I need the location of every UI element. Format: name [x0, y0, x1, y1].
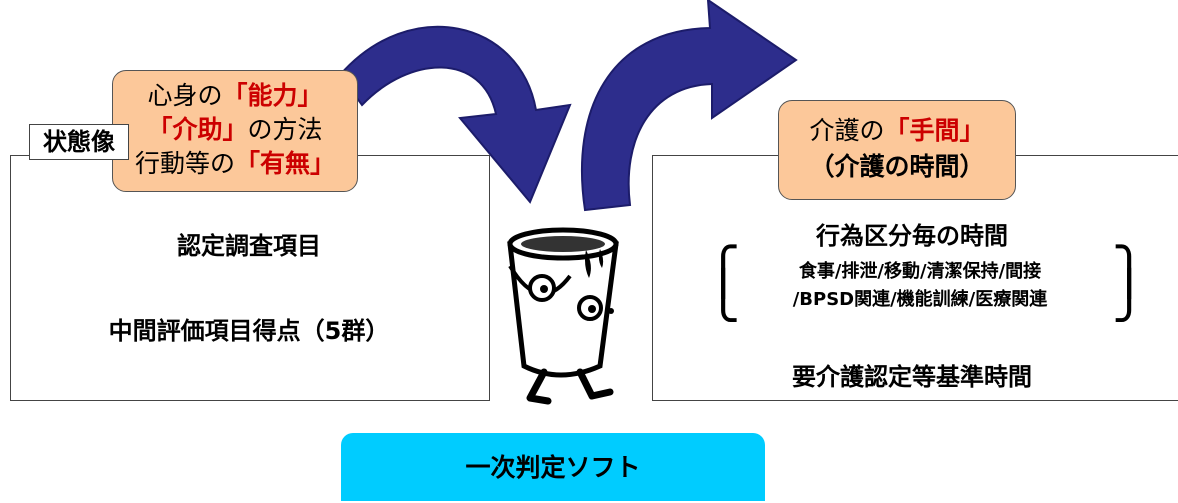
care-line2: （介護の時間）	[809, 152, 985, 181]
left-panel	[10, 155, 490, 401]
care-line1-pre: 介護の	[809, 116, 885, 145]
category-list-line2: /BPSD関連/機能訓練/医療関連	[792, 289, 1048, 310]
category-time-title: 行為区分毎の時間	[816, 222, 1008, 250]
interim-score-label: 中間評価項目得点（5群）	[108, 317, 390, 345]
right-bracket: ⎫	[1112, 244, 1147, 298]
ability-box: 心身の「能力」 「介助」の方法 行動等の「有無」	[112, 70, 358, 192]
left-bracket-lower: ⎩	[706, 268, 741, 322]
left-bracket: ⎧	[706, 244, 741, 298]
ability-line2-hl: 「介助」	[147, 115, 248, 144]
standard-time-label: 要介護認定等基準時間	[792, 363, 1032, 391]
state-label: 状態像	[29, 124, 129, 160]
survey-items-label: 認定調査項目	[177, 232, 321, 260]
ability-line1-hl: 「能力」	[222, 81, 323, 110]
ability-line3-pre: 行動等の	[134, 149, 235, 178]
ability-line1-pre: 心身の	[147, 81, 223, 110]
curved-arrow-icon	[338, 25, 572, 204]
right-bracket-lower: ⎭	[1112, 268, 1147, 322]
primary-judgment-software-box: 一次判定ソフト	[341, 433, 765, 501]
ability-line2-post: の方法	[247, 115, 323, 144]
care-line1-hl: 「手間」	[884, 116, 985, 145]
category-list-line1: 食事/排泄/移動/清潔保持/間接	[798, 261, 1042, 282]
ability-line3-hl: 「有無」	[235, 149, 336, 178]
care-box: 介護の「手間」 （介護の時間）	[778, 100, 1016, 200]
paint-bucket-mascot-icon	[507, 227, 619, 405]
curved-arrow-icon	[581, 0, 798, 212]
